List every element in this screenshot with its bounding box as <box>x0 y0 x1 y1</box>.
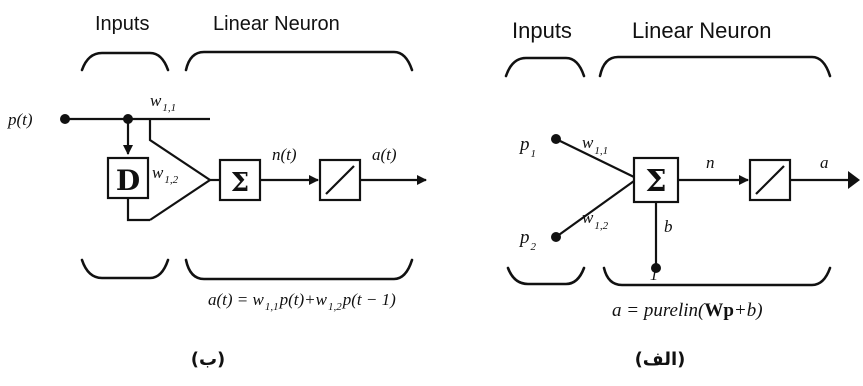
weight-2-label: w1,2 <box>152 163 179 186</box>
neuron-bottom-brace <box>184 258 414 281</box>
inputs-top-brace-a <box>504 56 586 78</box>
delay-box <box>106 156 150 200</box>
weight-junction <box>148 119 212 221</box>
diagram-b: Inputs Linear Neuron p(t) D w1,1 w1,2 Σ … <box>7 13 427 370</box>
output-label: a(t) <box>372 145 397 164</box>
neuron-header-a: Linear Neuron <box>632 18 771 43</box>
caption-a: (الف) <box>635 349 686 370</box>
caption-b: (ب) <box>191 349 226 370</box>
inputs-header-a: Inputs <box>512 18 572 43</box>
input-1-line <box>555 138 635 178</box>
weight-1-label: w1,1 <box>150 91 176 114</box>
delay-output-line <box>126 198 150 222</box>
neuron-header: Linear Neuron <box>213 13 340 35</box>
neuron-top-brace-a <box>598 55 832 78</box>
linear-transfer-icon-a <box>755 165 785 195</box>
linear-transfer-icon <box>325 165 355 195</box>
net-label-a: n <box>706 153 715 172</box>
sum-box <box>218 158 262 202</box>
bias-node <box>651 263 661 273</box>
weight-2-label-a: w1,2 <box>582 208 609 232</box>
equation-b: a(t) = w1,1p(t)+w1,2p(t − 1) <box>208 290 396 313</box>
weight-1-label-a: w1,1 <box>582 133 608 157</box>
inputs-top-brace <box>80 51 170 72</box>
inputs-bottom-brace <box>80 258 170 280</box>
neuron-bottom-brace-a <box>602 266 832 287</box>
neuron-top-brace <box>184 50 414 72</box>
output-label-a: a <box>820 153 829 172</box>
input-2-line <box>555 180 635 238</box>
net-label: n(t) <box>272 145 297 164</box>
sum-symbol: Σ <box>231 168 249 198</box>
input-2-label: p2 <box>518 227 537 253</box>
output-arrowhead-a <box>848 171 860 189</box>
delay-label: D <box>116 164 140 197</box>
input-1-label: p1 <box>518 134 536 160</box>
equation-a: a = purelin(Wp+b) <box>612 300 763 321</box>
inputs-header: Inputs <box>95 13 149 35</box>
bias-label: b <box>664 217 673 236</box>
input-label: p(t) <box>7 110 33 129</box>
sum-symbol-a: Σ <box>645 164 666 199</box>
bias-input-label: 1 <box>650 265 659 284</box>
inputs-bottom-brace-a <box>506 266 586 286</box>
diagram-a: Inputs Linear Neuron p1 p2 w1,1 w1,2 Σ b… <box>504 18 860 370</box>
